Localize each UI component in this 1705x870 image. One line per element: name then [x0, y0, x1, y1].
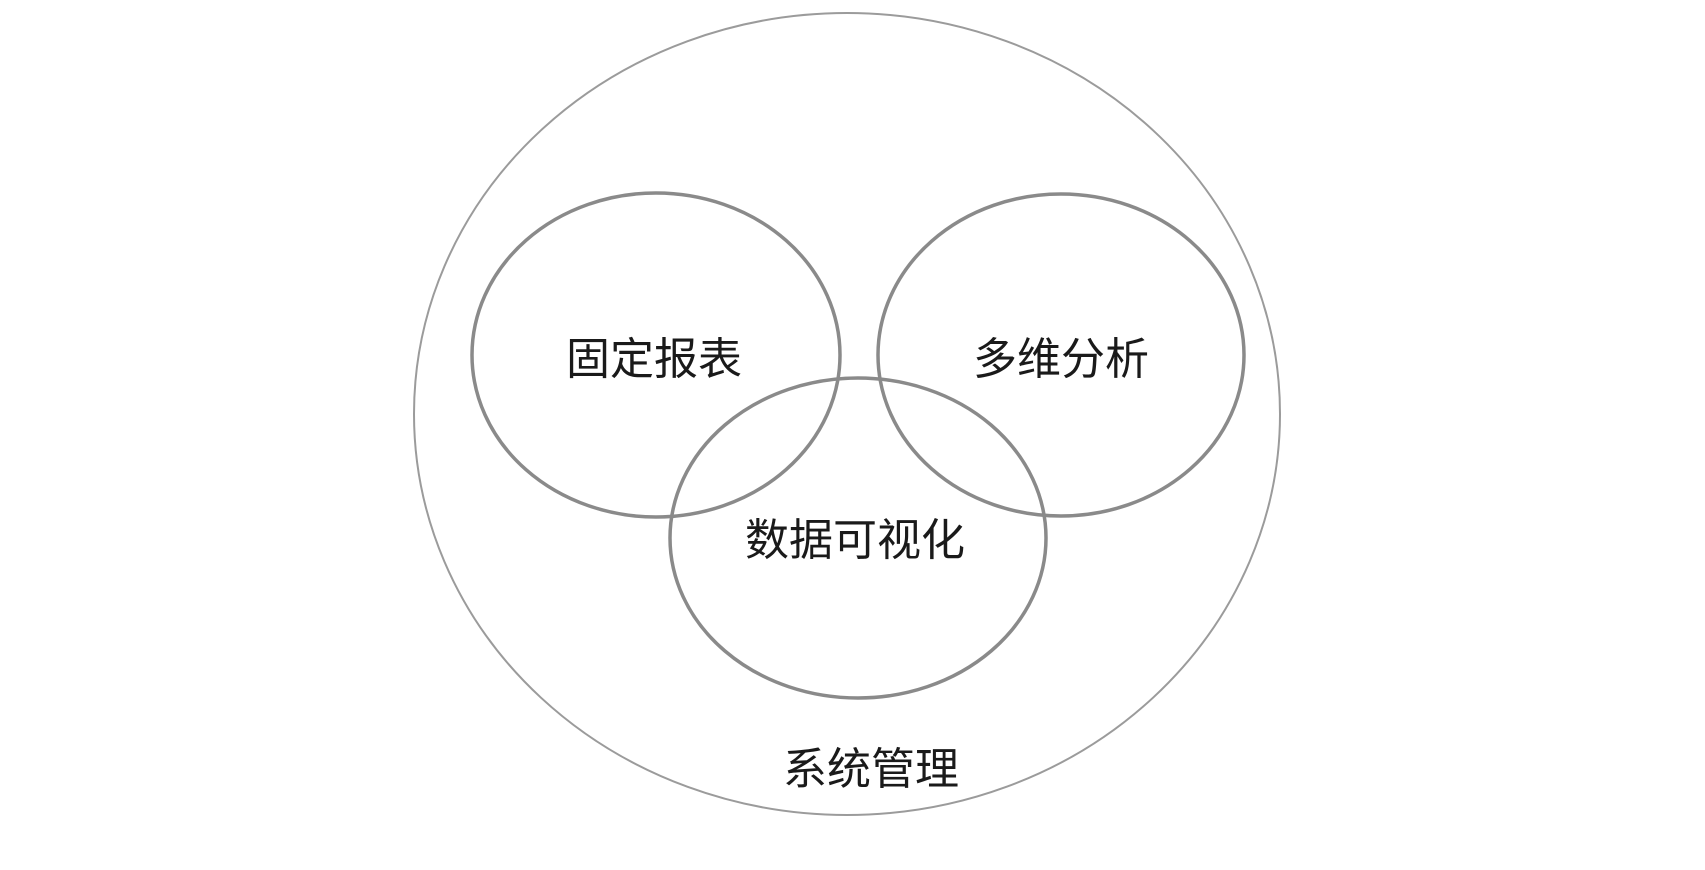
circle-data-visualization	[668, 376, 1048, 700]
outer-circle-system-management	[413, 12, 1281, 816]
circle-multidimensional-analysis	[876, 192, 1246, 518]
label-multidimensional-analysis: 多维分析	[973, 335, 1149, 384]
circle-fixed-reports	[470, 191, 842, 519]
label-data-visualization: 数据可视化	[745, 516, 965, 565]
label-fixed-reports: 固定报表	[566, 335, 742, 384]
label-system-management: 系统管理	[783, 745, 959, 794]
